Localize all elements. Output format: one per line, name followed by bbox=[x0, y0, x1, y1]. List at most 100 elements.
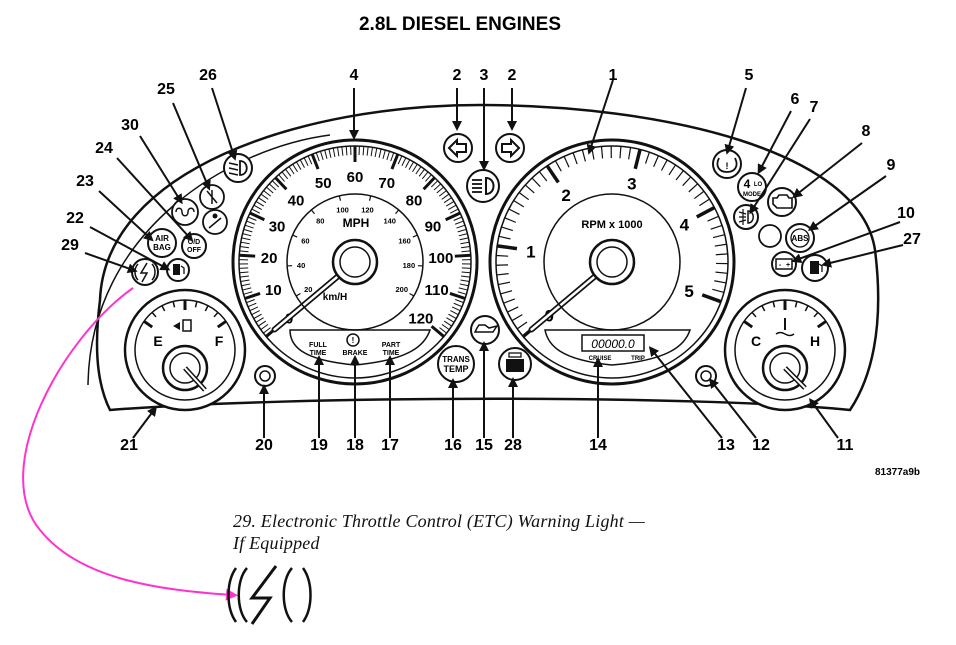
speedometer-kmh-label: 140 bbox=[383, 217, 396, 226]
blank-indicator bbox=[758, 224, 782, 248]
tachometer-tick bbox=[498, 281, 511, 286]
speedometer-tick bbox=[390, 153, 400, 170]
seatbelt-icon bbox=[199, 184, 225, 210]
gauge-tick bbox=[161, 305, 166, 312]
speedometer-tick bbox=[260, 193, 269, 200]
gauge-tick bbox=[143, 320, 154, 329]
tachometer-tick bbox=[619, 146, 622, 159]
speedometer-tick bbox=[274, 176, 288, 191]
svg-text:+: + bbox=[786, 262, 790, 269]
tachometer-tick bbox=[699, 198, 710, 207]
speedometer-tick bbox=[244, 292, 261, 300]
seatbelt-off-icon bbox=[202, 209, 228, 235]
callout-22: 22 bbox=[66, 210, 84, 227]
callout-12: 12 bbox=[752, 437, 770, 454]
air-bag-icon: AIR BAG bbox=[147, 228, 177, 258]
tachometer-tick bbox=[628, 147, 632, 160]
speedometer-tick bbox=[295, 161, 302, 170]
speedometer-tick bbox=[460, 279, 470, 282]
speedometer-kmh-label: 180 bbox=[403, 261, 416, 270]
speedometer-tick bbox=[401, 157, 407, 167]
speedometer-tick bbox=[430, 325, 445, 338]
callout-29: 29 bbox=[61, 237, 79, 254]
abs-icon: ABS bbox=[785, 223, 815, 253]
speedometer-kmh-tick bbox=[368, 195, 372, 201]
brake-indicator: ! BRAKE bbox=[343, 333, 368, 357]
fuel-side-arrow-icon bbox=[173, 322, 180, 330]
svg-text:OFF: OFF bbox=[187, 247, 202, 254]
callout-leader-11 bbox=[809, 397, 839, 439]
callout-leader-10 bbox=[791, 221, 901, 263]
water-in-fuel-icon bbox=[801, 254, 829, 282]
speedometer-tick bbox=[382, 149, 386, 159]
tachometer: 012345 RPM x 1000 bbox=[488, 138, 736, 386]
speedometer-tick bbox=[246, 299, 255, 304]
gauge-tick bbox=[772, 301, 776, 308]
temp-hot-label: H bbox=[810, 333, 820, 349]
svg-text:FULL: FULL bbox=[309, 342, 328, 349]
tachometer-tick bbox=[675, 170, 684, 181]
speedometer-tick bbox=[446, 317, 455, 323]
callout-10: 10 bbox=[897, 205, 915, 222]
speedometer-kmh-label: 120 bbox=[361, 205, 374, 214]
callout-leader-21 bbox=[132, 406, 157, 439]
speedometer-kmh-tick bbox=[409, 292, 415, 297]
fuel-empty-label: E bbox=[153, 333, 162, 349]
speedometer-tick bbox=[242, 287, 252, 291]
speedometer-tick bbox=[241, 237, 251, 241]
tachometer-tick bbox=[498, 235, 511, 240]
tachometer-tick bbox=[538, 171, 548, 182]
diagram-title: 2.8L DIESEL ENGINES bbox=[359, 14, 561, 35]
tachometer-tick bbox=[633, 149, 642, 170]
speedometer-mph-label: 60 bbox=[347, 169, 364, 186]
svg-text:!: ! bbox=[726, 161, 729, 171]
speedometer-tick bbox=[408, 161, 415, 170]
callout-2: 2 bbox=[453, 67, 462, 84]
coolant-thermometer-icon bbox=[775, 318, 795, 337]
speedometer-tick bbox=[271, 180, 280, 188]
speedometer-tick bbox=[418, 168, 425, 177]
speedometer-tick bbox=[242, 233, 252, 237]
tachometer-tick bbox=[714, 280, 727, 284]
tachometer-label: 2 bbox=[561, 186, 570, 205]
speedometer-tick bbox=[239, 253, 256, 258]
temp-cold-label: C bbox=[751, 333, 761, 349]
speedometer-tick bbox=[263, 190, 271, 197]
speedometer-tick bbox=[425, 174, 432, 182]
tachometer-tick bbox=[501, 226, 514, 232]
speedometer-tick bbox=[251, 208, 261, 214]
speedometer-tick bbox=[247, 216, 257, 221]
gauge-tick bbox=[216, 320, 227, 329]
speedometer-kmh-tick bbox=[310, 209, 315, 215]
high-beam-icon bbox=[466, 169, 500, 203]
tachometer-tick bbox=[504, 217, 517, 223]
speedometer-tick bbox=[450, 310, 459, 316]
speedometer-mph-label: 120 bbox=[408, 310, 433, 327]
svg-text:ABS: ABS bbox=[792, 234, 810, 243]
speedometer-tick bbox=[445, 200, 455, 207]
speedometer-tick bbox=[454, 220, 464, 225]
speedometer-tick bbox=[239, 271, 249, 274]
tachometer-tick bbox=[707, 215, 719, 222]
tachometer-tick bbox=[563, 156, 570, 168]
check-engine-icon bbox=[767, 187, 797, 217]
tachometer-tick bbox=[524, 184, 535, 194]
speedometer-tick bbox=[436, 186, 444, 194]
speedometer-tick bbox=[449, 292, 466, 300]
speedometer-tick bbox=[444, 211, 461, 222]
speedometer-tick bbox=[324, 149, 328, 159]
speedometer-tick bbox=[366, 146, 369, 156]
speedometer-tick bbox=[263, 327, 271, 334]
temperature-gauge: C H bbox=[723, 288, 847, 412]
speedometer-tick bbox=[278, 174, 285, 182]
low-fuel-icon bbox=[166, 258, 190, 282]
tachometer-tick bbox=[710, 224, 723, 230]
callout-20: 20 bbox=[255, 437, 273, 454]
tachometer-tick bbox=[682, 176, 692, 187]
callout-26: 26 bbox=[199, 67, 217, 84]
svg-text:MODE: MODE bbox=[743, 192, 761, 198]
speedometer-tick bbox=[459, 283, 469, 287]
tachometer-tick bbox=[508, 208, 520, 215]
gauge-tick bbox=[761, 305, 766, 312]
